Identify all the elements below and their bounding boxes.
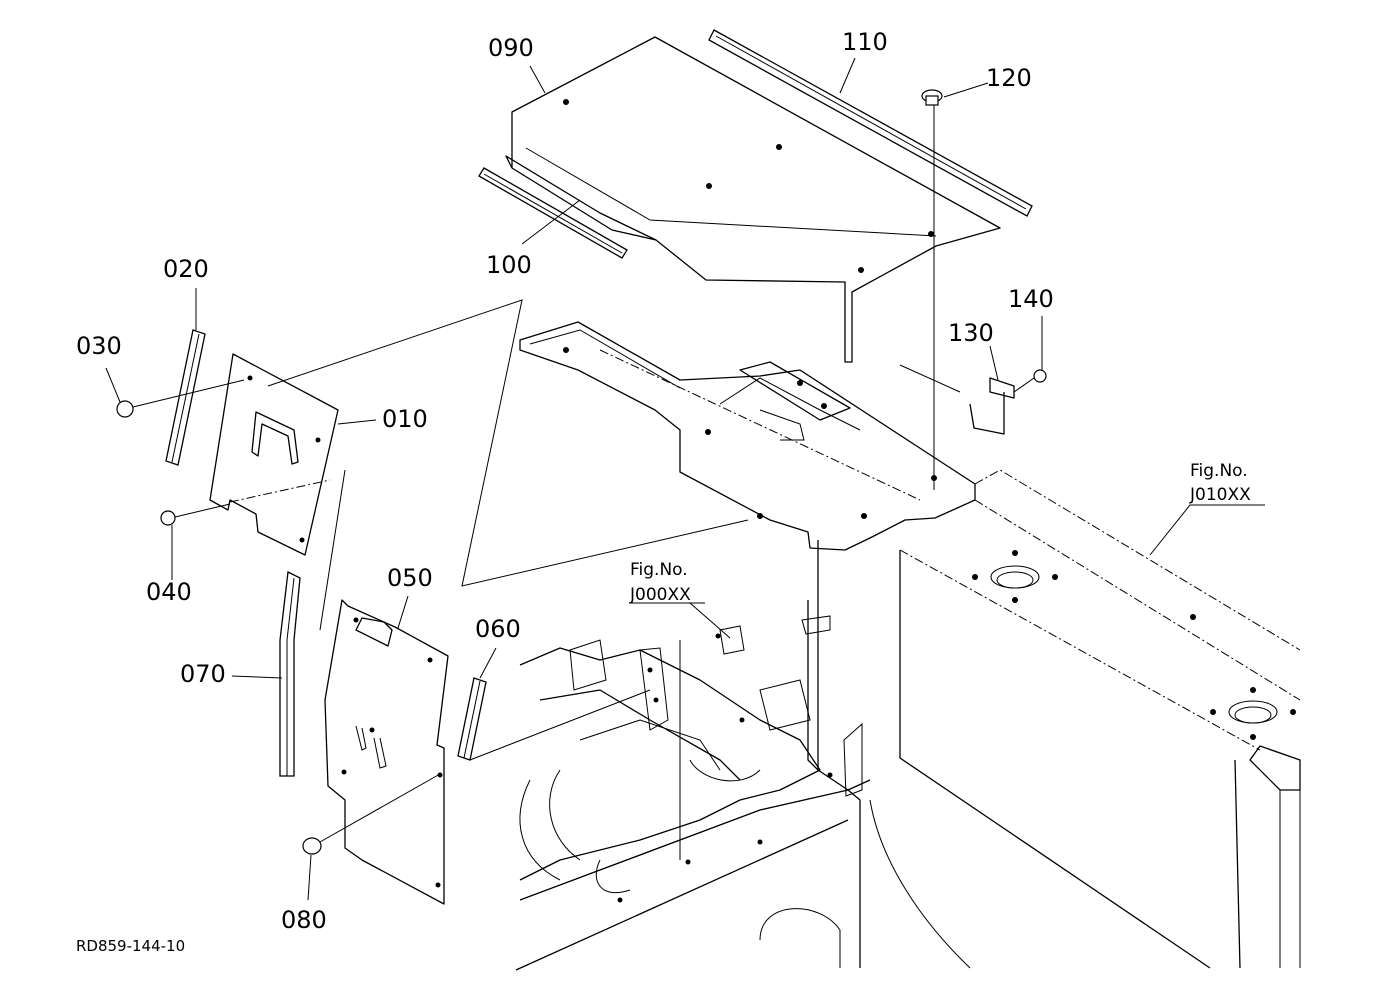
bolt-040 — [160, 503, 231, 526]
cab-body — [899, 469, 1301, 969]
bolt-140 — [1013, 369, 1047, 393]
callout-060: 060 — [475, 615, 521, 643]
ref-label-j000-line1: Fig.No. — [630, 560, 688, 580]
frame-bracket — [519, 321, 976, 551]
callout-030: 030 — [76, 332, 122, 360]
seal-strip-100 — [478, 167, 628, 259]
ref-label-j000-line2: J000XX — [629, 585, 691, 605]
ref-label-j010-line2: J010XX — [1189, 485, 1251, 505]
seal-strip-110 — [708, 29, 1033, 217]
callout-leaders — [105, 57, 1265, 901]
callout-120: 120 — [986, 64, 1032, 92]
figure-code: RD859-144-10 — [76, 937, 185, 955]
callout-080: 080 — [281, 906, 327, 934]
side-panel-010 — [209, 353, 339, 556]
callout-140: 140 — [1008, 285, 1054, 313]
callout-070: 070 — [180, 660, 226, 688]
bolt-030 — [116, 379, 245, 418]
callout-110: 110 — [842, 28, 888, 56]
callout-130: 130 — [948, 319, 994, 347]
bracket-130 — [899, 364, 1015, 435]
callout-050: 050 — [387, 564, 433, 592]
callout-040: 040 — [146, 578, 192, 606]
callout-020: 020 — [163, 255, 209, 283]
callout-100: 100 — [486, 251, 532, 279]
top-cover-090 — [505, 36, 1001, 363]
ref-label-j010-line1: Fig.No. — [1190, 461, 1248, 481]
lower-frame — [515, 540, 971, 971]
callout-090: 090 — [488, 34, 534, 62]
projection-lines-010 — [229, 299, 749, 631]
seal-strip-070 — [279, 571, 301, 777]
seal-strip-020 — [165, 329, 206, 466]
callout-010: 010 — [382, 405, 428, 433]
seal-strip-060 — [457, 677, 487, 761]
bolt-120 — [921, 89, 943, 490]
side-panel-050 — [324, 599, 449, 905]
